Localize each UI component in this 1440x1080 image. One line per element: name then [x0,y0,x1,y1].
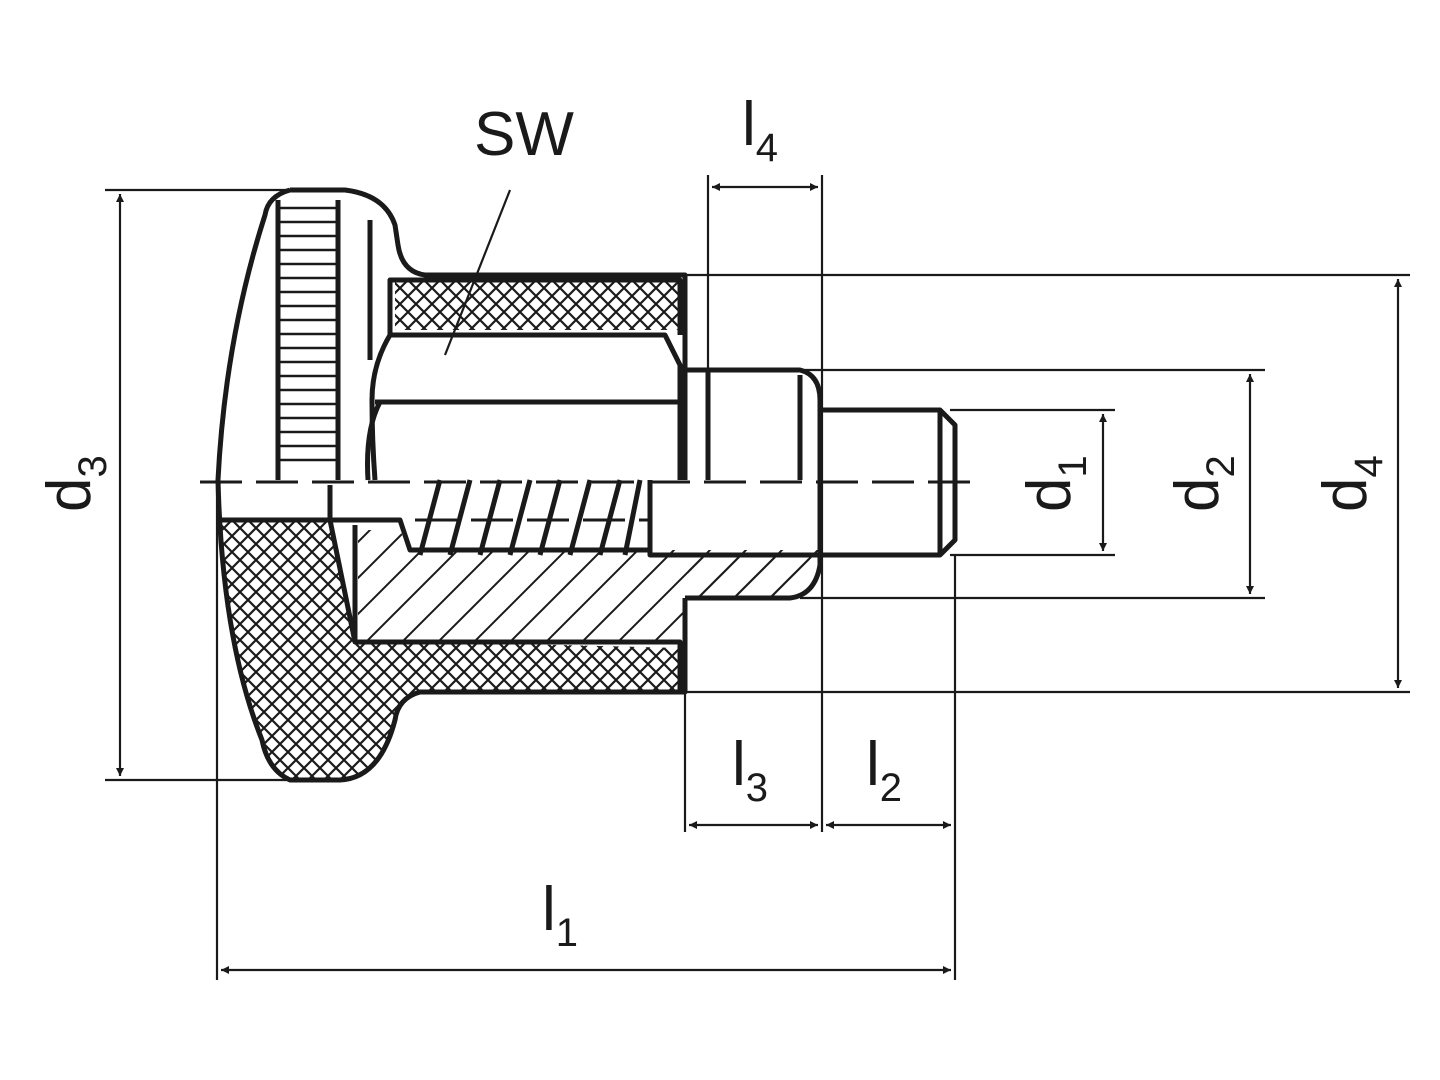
sw-leader-line [443,189,512,356]
label-d1: d1 [1015,455,1095,512]
part-outline [200,187,970,783]
label-l4: l4 [742,90,778,170]
dimension-lines [105,175,1410,980]
knurl-lines: (function(){ const g=document.currentScr… [278,206,338,462]
label-d2: d2 [1163,455,1243,512]
label-l1: l1 [542,875,578,955]
label-l3: l3 [732,730,768,810]
label-sw: SW [474,100,574,169]
knob-section [220,278,820,780]
label-d4: d4 [1311,455,1391,512]
label-l2: l2 [866,730,902,810]
label-d3: d3 [35,455,115,512]
